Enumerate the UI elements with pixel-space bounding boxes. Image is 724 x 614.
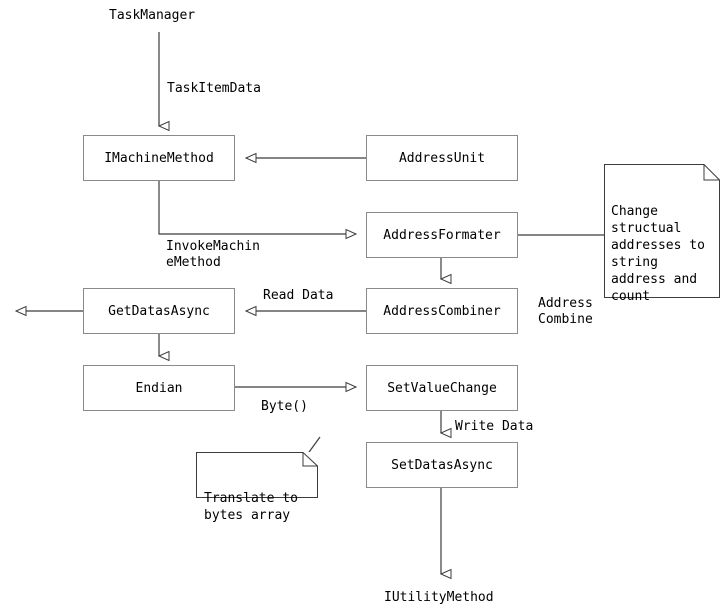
node-addressunit[interactable]: AddressUnit — [366, 135, 518, 181]
edge-label-read-data: Read Data — [263, 288, 334, 303]
node-label-setvaluechange: SetValueChange — [387, 380, 497, 396]
node-label-setdatasasync: SetDatasAsync — [391, 457, 493, 473]
node-addresscombiner[interactable]: AddressCombiner — [366, 288, 518, 334]
node-label-addresscombiner: AddressCombiner — [383, 303, 501, 319]
edge-label-invokemachinemethod: InvokeMachin eMethod — [166, 239, 260, 270]
note-change-address[interactable]: Change structual addresses to string add… — [604, 164, 720, 304]
node-endian[interactable]: Endian — [83, 365, 235, 411]
node-label-getdatasasync: GetDatasAsync — [108, 303, 210, 319]
node-imachinemethod[interactable]: IMachineMethod — [83, 135, 235, 181]
edge-label-byte: Byte() — [261, 399, 308, 414]
node-getdatasasync[interactable]: GetDatasAsync — [83, 288, 235, 334]
node-label-endian: Endian — [135, 380, 183, 396]
node-label-addressformater: AddressFormater — [383, 227, 501, 243]
edge-label-taskitemdata: TaskItemData — [167, 81, 261, 96]
edge-imachinemethod-addressformater — [158, 181, 358, 240]
note-translate-bytes[interactable]: Translate to bytes array — [196, 452, 318, 523]
node-setdatasasync[interactable]: SetDatasAsync — [366, 442, 518, 488]
note-shape-translate-bytes — [196, 452, 318, 498]
note-shape-change-address — [604, 164, 720, 298]
endpoint-iutilitymethod: IUtilityMethod — [384, 590, 494, 605]
node-label-imachinemethod: IMachineMethod — [104, 150, 214, 166]
edge-label-address-combine: Address Combine — [538, 296, 593, 327]
edge-label-write-data: Write Data — [455, 419, 534, 434]
node-label-addressunit: AddressUnit — [398, 150, 486, 166]
note-text-translate-bytes: Translate to bytes array — [204, 491, 298, 523]
note-text-change-address: Change structual addresses to string add… — [611, 204, 705, 304]
node-setvaluechange[interactable]: SetValueChange — [366, 365, 518, 411]
endpoint-taskmanager: TaskManager — [109, 8, 196, 23]
node-addressformater[interactable]: AddressFormater — [366, 212, 518, 258]
